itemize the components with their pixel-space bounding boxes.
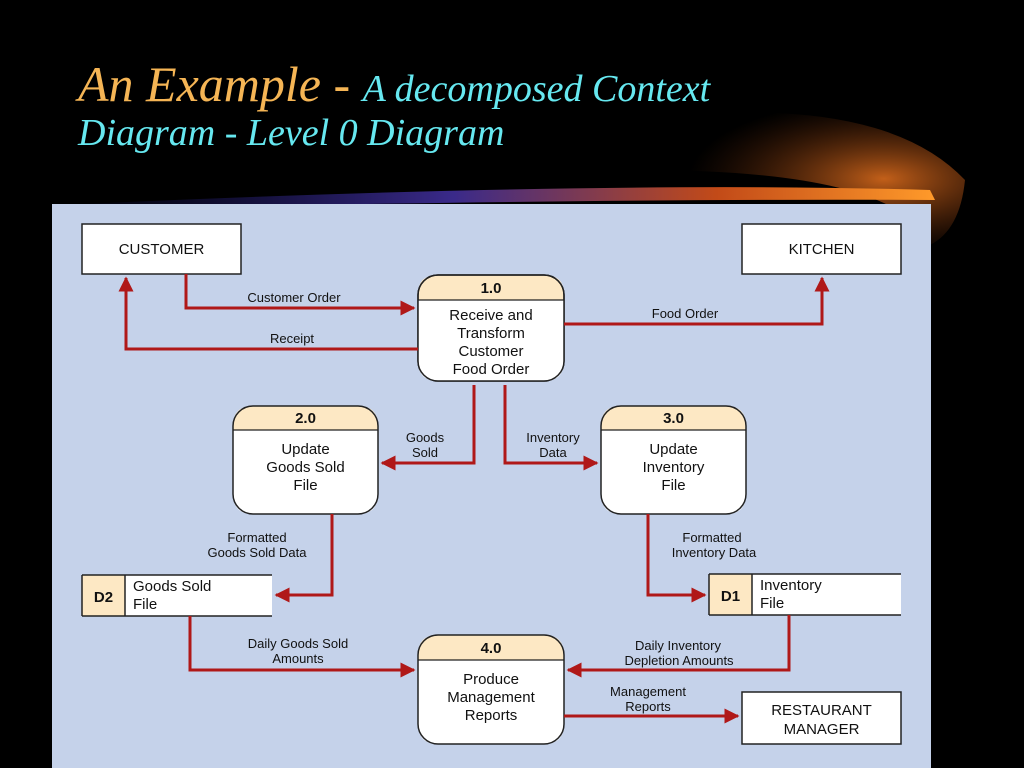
flow-label-formatted-goods-1: Formatted [227,530,286,545]
process-4-0: 4.0 Produce Management Reports [417,634,565,745]
diagram-panel: CUSTOMER KITCHEN RESTAURANT MANAGER 1.0 … [52,204,931,768]
flow-label-food-order: Food Order [652,306,719,321]
slide-title: An Example - A decomposed Context Diagra… [78,56,898,155]
process-2-line-1: Update [281,441,329,458]
entity-kitchen-label: KITCHEN [789,241,855,258]
process-4-line-2: Management [447,689,535,706]
process-1-line-2: Transform [457,325,525,342]
flow-food-order [564,276,830,326]
flow-label-inventory-data-2: Data [539,445,567,460]
store-d1-line-2: File [760,595,784,612]
process-3-id: 3.0 [663,410,684,427]
flow-label-daily-inventory-1: Daily Inventory [635,638,721,653]
process-1-0: 1.0 Receive and Transform Customer Food … [417,274,565,382]
flow-label-daily-goods-2: Amounts [272,651,324,666]
entity-kitchen: KITCHEN [741,223,902,275]
store-d1-line-1: Inventory [760,577,822,594]
flow-label-formatted-goods-2: Goods Sold Data [207,545,307,560]
process-3-line-1: Update [649,441,697,458]
entity-restaurant-manager: RESTAURANT MANAGER [741,691,902,745]
flow-daily-goods-sold [188,616,416,678]
flow-formatted-goods-sold [274,514,334,603]
flow-daily-inventory [566,615,791,678]
flow-label-management-reports-2: Reports [625,699,671,714]
store-d2-id: D2 [94,589,113,606]
flow-customer-order [184,274,416,316]
title-main: An Example - [78,56,363,112]
entity-customer-label: CUSTOMER [119,241,205,258]
flow-inventory-data [503,385,599,471]
entity-manager-label-2: MANAGER [784,721,860,738]
process-4-line-3: Reports [465,707,518,724]
store-d2-line-1: Goods Sold [133,578,211,595]
flow-label-inventory-data-1: Inventory [526,430,580,445]
data-store-d1: D1 Inventory File [708,573,901,616]
process-2-line-2: Goods Sold [266,459,344,476]
flow-formatted-inventory [646,514,707,603]
process-1-line-1: Receive and [449,307,532,324]
flow-label-daily-goods-1: Daily Goods Sold [248,636,348,651]
process-2-0: 2.0 Update Goods Sold File [232,405,379,515]
process-3-line-2: Inventory [643,459,705,476]
process-4-id: 4.0 [481,640,502,657]
process-1-line-3: Customer [458,343,523,360]
flow-label-receipt: Receipt [270,331,314,346]
store-d2-line-2: File [133,596,157,613]
process-2-line-3: File [293,477,317,494]
process-4-line-1: Produce [463,671,519,688]
flow-label-goods-sold-2: Sold [412,445,438,460]
entity-manager-label-1: RESTAURANT [771,702,872,719]
flow-label-formatted-inventory-2: Inventory Data [672,545,757,560]
flow-label-customer-order: Customer Order [247,290,341,305]
flow-goods-sold [380,385,476,471]
flow-label-daily-inventory-2: Depletion Amounts [624,653,734,668]
data-store-d2: D2 Goods Sold File [81,574,272,617]
process-1-line-4: Food Order [453,361,530,378]
title-subtitle: A decomposed Context [362,68,711,110]
flow-label-management-reports-1: Management [610,684,686,699]
process-2-id: 2.0 [295,410,316,427]
flow-label-formatted-inventory-1: Formatted [682,530,741,545]
title-line-2: Diagram - Level 0 Diagram [78,112,505,154]
process-1-id: 1.0 [481,280,502,297]
store-d1-id: D1 [721,588,740,605]
process-3-line-3: File [661,477,685,494]
process-3-0: 3.0 Update Inventory File [600,405,747,515]
entity-customer: CUSTOMER [81,223,242,275]
flow-receipt [118,276,418,351]
flow-label-goods-sold-1: Goods [406,430,445,445]
level-0-data-flow-diagram: CUSTOMER KITCHEN RESTAURANT MANAGER 1.0 … [81,223,902,745]
